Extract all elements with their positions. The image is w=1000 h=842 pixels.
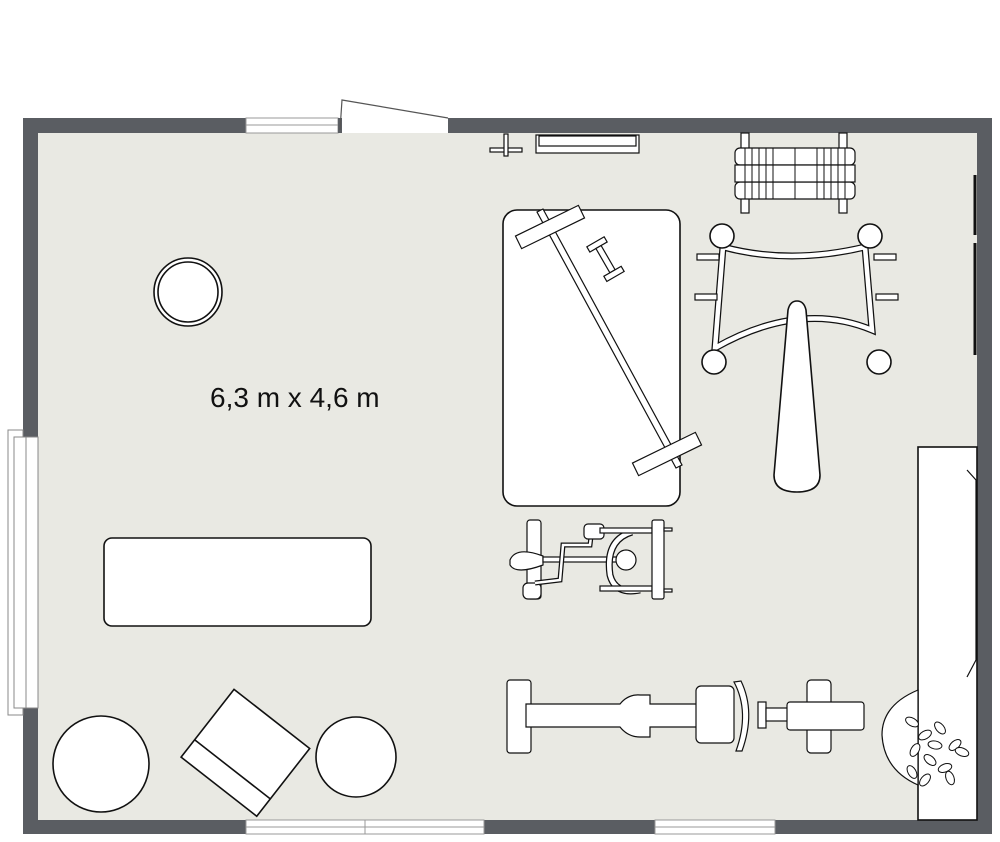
weight-mat[interactable] [502, 209, 681, 507]
round-ottoman[interactable] [315, 716, 397, 798]
room-dimensions-label: 6,3 m x 4,6 m [210, 382, 380, 413]
dumbbell[interactable] [586, 235, 625, 283]
bottom-windows [245, 819, 776, 835]
plant[interactable] [881, 689, 970, 788]
door[interactable] [338, 99, 452, 133]
round-table[interactable] [153, 257, 223, 327]
left-window [7, 429, 39, 716]
barbell[interactable] [514, 204, 703, 477]
top-window [245, 117, 339, 134]
dumbbell-rack[interactable] [734, 132, 856, 214]
bench[interactable] [103, 537, 372, 627]
leg-press[interactable] [509, 519, 673, 600]
multi-gym[interactable] [694, 223, 899, 493]
round-ottoman[interactable] [52, 715, 150, 813]
rowing-machine[interactable] [506, 679, 865, 754]
barbell-rack[interactable] [489, 133, 640, 157]
armchair[interactable] [179, 688, 311, 818]
